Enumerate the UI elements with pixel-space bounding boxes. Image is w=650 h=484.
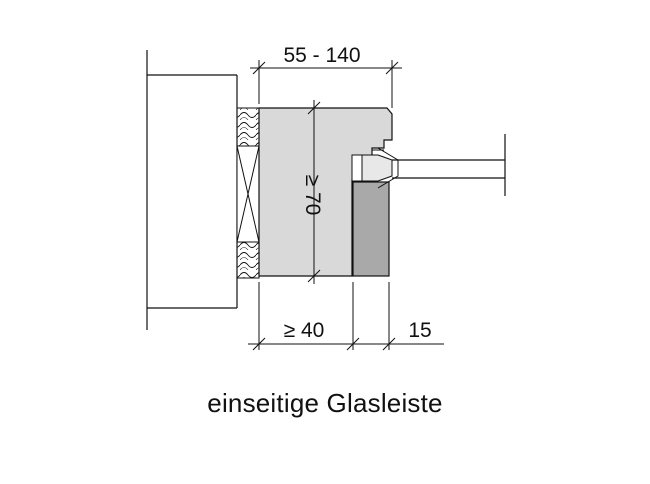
dimension-bottom xyxy=(248,282,444,351)
glass-pane xyxy=(392,134,506,196)
insulation-upper xyxy=(236,107,260,147)
dimension-top-label: 55 - 140 xyxy=(283,44,360,67)
wall-outline xyxy=(146,50,238,330)
diagram-caption: einseitige Glasleiste xyxy=(207,388,443,418)
packing-block xyxy=(236,145,260,243)
dimension-vertical-label: ≥ 70 xyxy=(301,175,324,216)
glazing-seal xyxy=(351,147,399,189)
dimension-vertical xyxy=(307,100,321,284)
dimension-bottom-right-label: 15 xyxy=(408,319,431,342)
glass-bead xyxy=(352,181,390,277)
insulation-lower xyxy=(236,241,260,279)
dimension-top xyxy=(250,60,402,108)
dimension-bottom-left-label: ≥ 40 xyxy=(284,319,325,342)
